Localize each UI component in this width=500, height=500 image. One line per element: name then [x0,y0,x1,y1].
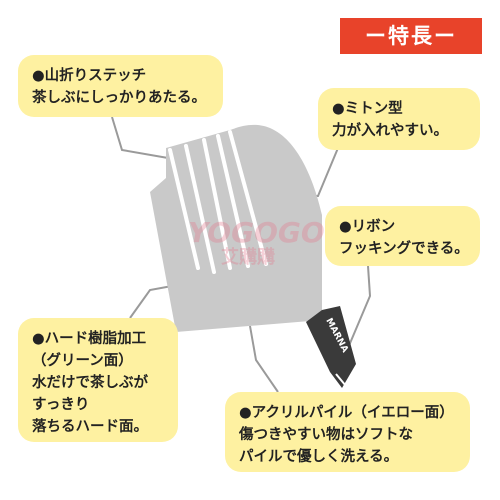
callout-title: ●アクリルパイル（イエロー面） [239,405,454,421]
callout-text: （グリーン面） [32,353,133,369]
callout-text: すっきり [32,397,90,413]
callout-title: ●ミトン型 [332,101,403,117]
callout-text: フッキングできる。 [339,241,469,257]
callout-text: パイルで優しく洗える。 [239,449,399,465]
callout-acrylic-pile: ●アクリルパイル（イエロー面） 傷つきやすい物はソフトな パイルで優しく洗える。 [225,392,470,472]
callout-title: ●リボン [339,219,396,235]
connector-hard [129,285,173,319]
features-badge: ー特長ー [340,18,482,54]
watermark-logo: YOGOGO [188,216,325,249]
callout-text: 傷つきやすい物はソフトな [239,427,413,443]
stitch-lines [168,130,268,274]
watermark: YOGOGO 艾購購 [188,216,325,268]
callout-text: 茶しぶにしっかりあたる。 [32,90,206,106]
callout-text: 力が入れやすい。 [332,123,448,139]
callout-mitten: ●ミトン型 力が入れやすい。 [318,88,480,150]
callout-text: 水だけで茶しぶが [32,375,148,391]
watermark-sublogo: 艾購購 [221,247,275,268]
callout-ribbon: ●リボン フッキングできる。 [325,206,480,266]
callout-text: 落ちるハード面。 [32,419,148,435]
callout-title: ●ハード樹脂加工 [32,331,147,347]
connector-stitch [111,116,169,159]
callout-title: ●山折りステッチ [32,68,147,84]
connector-pile [249,325,279,393]
callout-stitch: ●山折りステッチ 茶しぶにしっかりあたる。 [18,55,223,117]
connector-ribbon [347,265,372,349]
ribbon-tag: MARNA [306,306,356,388]
callout-hard-resin: ●ハード樹脂加工 （グリーン面） 水だけで茶しぶが すっきり 落ちるハード面。 [18,318,178,442]
